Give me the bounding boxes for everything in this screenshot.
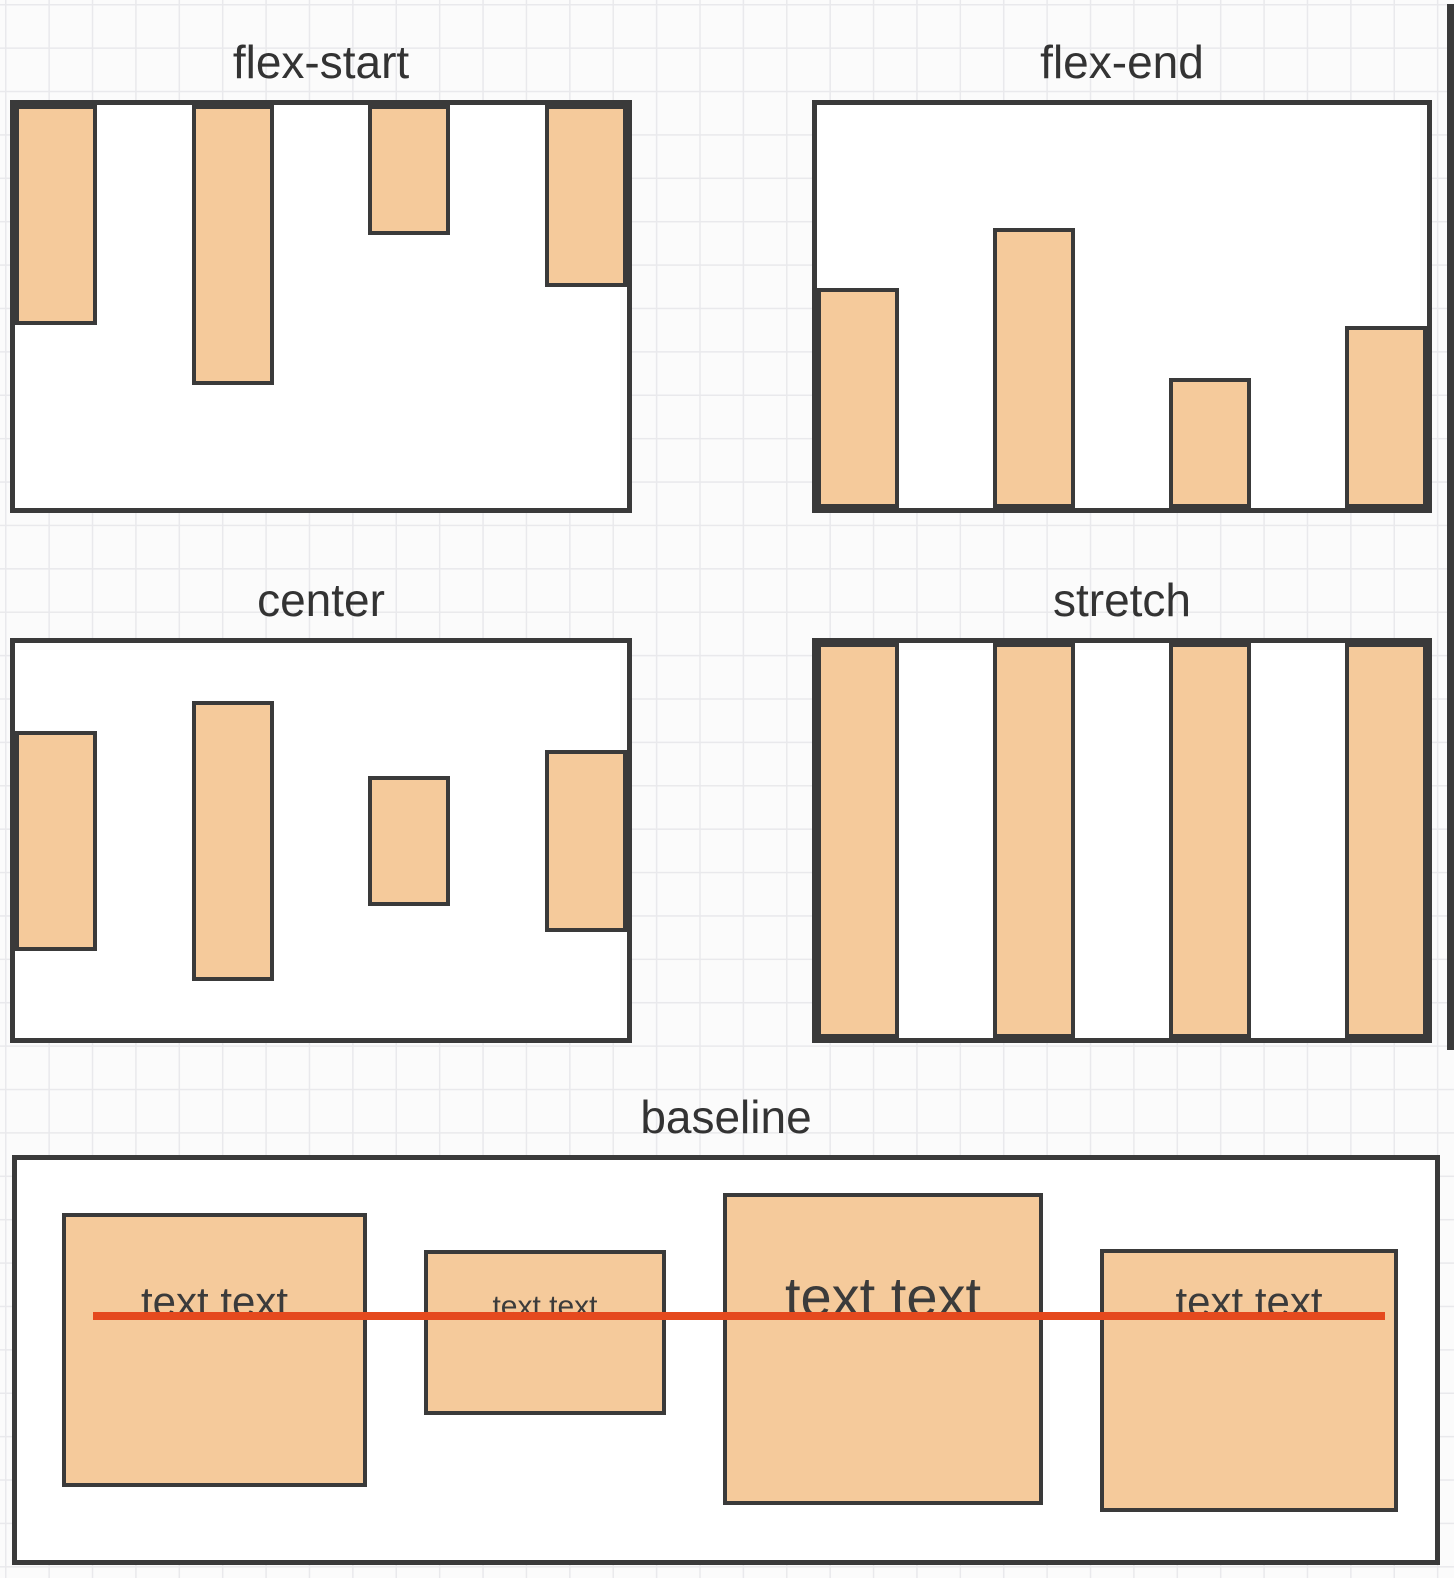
flex-container-center bbox=[10, 638, 632, 1043]
flex-item-bar bbox=[544, 749, 627, 932]
panel-title-flex-end: flex-end bbox=[1040, 36, 1204, 88]
baseline-item-3: text text bbox=[723, 1193, 1043, 1505]
panel-flex-end: flex-end bbox=[812, 39, 1432, 513]
flex-item-bar bbox=[15, 105, 97, 325]
baseline-item-2: text text bbox=[424, 1250, 666, 1415]
flex-container-flex-end bbox=[812, 100, 1432, 513]
flex-item-bar bbox=[817, 288, 899, 508]
flex-container-flex-start bbox=[10, 100, 632, 513]
baseline-item-4: text text bbox=[1100, 1249, 1398, 1512]
panel-title-flex-start: flex-start bbox=[232, 36, 410, 88]
flex-item-bar bbox=[993, 228, 1075, 508]
flex-item-bar bbox=[15, 730, 97, 951]
flex-item-bar bbox=[993, 643, 1075, 1038]
flex-item-bar bbox=[191, 105, 274, 385]
flex-item-bar bbox=[191, 700, 274, 981]
flex-container-baseline: text text text text text text text text bbox=[12, 1155, 1440, 1565]
flex-item-bar bbox=[1345, 643, 1427, 1038]
flex-item-bar bbox=[544, 105, 627, 287]
panel-flex-start: flex-start bbox=[10, 39, 632, 513]
flex-item-bar bbox=[1169, 378, 1251, 508]
flex-item-bar bbox=[368, 775, 451, 906]
panel-stretch: stretch bbox=[812, 577, 1432, 1043]
baseline-item-1: text text bbox=[62, 1213, 367, 1487]
panel-baseline: baseline text text text text text text t… bbox=[12, 1094, 1440, 1565]
flex-item-bar bbox=[1345, 326, 1427, 508]
panel-title-baseline: baseline bbox=[640, 1091, 812, 1143]
panel-center: center bbox=[10, 577, 632, 1043]
flex-item-bar bbox=[1169, 643, 1251, 1038]
panel-title-stretch: stretch bbox=[1052, 574, 1192, 626]
flex-item-bar bbox=[817, 643, 899, 1038]
baseline-indicator-line bbox=[93, 1312, 1385, 1320]
flex-item-bar bbox=[368, 105, 451, 235]
flex-container-stretch bbox=[812, 638, 1432, 1043]
panel-title-center: center bbox=[257, 574, 385, 626]
right-edge-border bbox=[1447, 4, 1454, 1050]
